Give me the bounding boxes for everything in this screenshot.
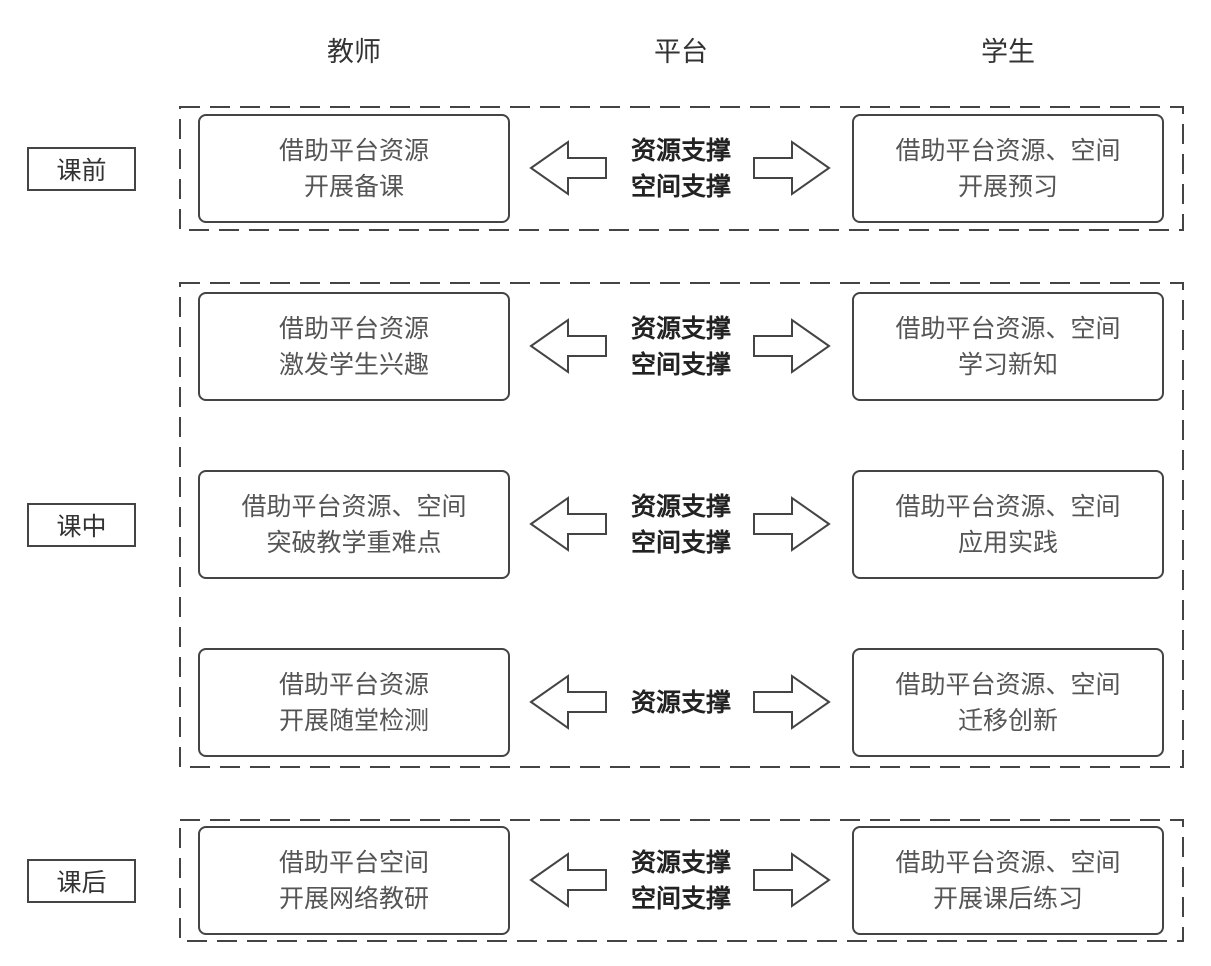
student-activity-text: 开展课后练习: [932, 883, 1083, 913]
student-activity-box: 借助平台资源、空间迁移创新: [852, 648, 1164, 757]
phase-label: 课中: [27, 503, 136, 547]
platform-support-label: 资源支撑空间支撑: [601, 470, 761, 579]
student-activity-text: 借助平台资源、空间: [895, 669, 1121, 699]
platform-support-label: 资源支撑: [601, 648, 761, 757]
teacher-activity-box: 借助平台空间开展网络教研: [198, 826, 510, 935]
platform-support-label: 资源支撑空间支撑: [601, 826, 761, 935]
column-header-teacher: 教师: [327, 37, 381, 68]
arrow-right-icon: [753, 140, 831, 196]
student-activity-box: 借助平台资源、空间学习新知: [852, 292, 1164, 401]
support-text: 资源支撑: [630, 313, 731, 343]
arrow-right-icon: [753, 318, 831, 374]
phase-group-border: [179, 819, 1184, 942]
column-header-student: 学生: [981, 37, 1035, 68]
arrow-left-icon: [529, 674, 607, 730]
student-activity-text: 学习新知: [957, 349, 1058, 379]
student-activity-text: 迁移创新: [957, 705, 1058, 735]
support-text: 空间支撑: [630, 349, 731, 379]
arrow-right-icon: [753, 674, 831, 730]
phase-label: 课前: [27, 146, 136, 191]
teacher-activity-text: 开展随堂检测: [278, 705, 429, 735]
student-activity-text: 借助平台资源、空间: [895, 491, 1121, 521]
teacher-activity-text: 借助平台资源: [278, 313, 429, 343]
arrow-left-icon: [529, 140, 607, 196]
teacher-activity-text: 激发学生兴趣: [278, 349, 429, 379]
teacher-activity-text: 开展备课: [303, 171, 404, 201]
support-text: 空间支撑: [630, 883, 731, 913]
arrow-right-icon: [753, 496, 831, 552]
student-activity-box: 借助平台资源、空间应用实践: [852, 470, 1164, 579]
teacher-activity-text: 开展网络教研: [278, 883, 429, 913]
support-text: 资源支撑: [630, 687, 731, 717]
support-text: 资源支撑: [630, 135, 731, 165]
teacher-activity-text: 借助平台资源: [278, 135, 429, 165]
support-text: 资源支撑: [630, 847, 731, 877]
teacher-activity-box: 借助平台资源开展备课: [198, 114, 510, 223]
phase-group-border: [179, 106, 1184, 231]
platform-support-label: 资源支撑空间支撑: [601, 114, 761, 223]
arrow-right-icon: [753, 852, 831, 908]
student-activity-text: 应用实践: [957, 527, 1058, 557]
student-activity-text: 开展预习: [957, 171, 1058, 201]
student-activity-text: 借助平台资源、空间: [895, 847, 1121, 877]
teacher-activity-text: 借助平台资源、空间: [241, 491, 467, 521]
teacher-activity-box: 借助平台资源、空间突破教学重难点: [198, 470, 510, 579]
student-activity-box: 借助平台资源、空间开展课后练习: [852, 826, 1164, 935]
arrow-left-icon: [529, 496, 607, 552]
teacher-activity-box: 借助平台资源开展随堂检测: [198, 648, 510, 757]
student-activity-text: 借助平台资源、空间: [895, 313, 1121, 343]
teacher-activity-text: 借助平台空间: [278, 847, 429, 877]
platform-support-label: 资源支撑空间支撑: [601, 292, 761, 401]
support-text: 空间支撑: [630, 527, 731, 557]
teacher-activity-text: 借助平台资源: [278, 669, 429, 699]
arrow-left-icon: [529, 852, 607, 908]
column-header-platform: 平台: [654, 37, 708, 68]
phase-label: 课后: [27, 858, 136, 903]
teacher-activity-box: 借助平台资源激发学生兴趣: [198, 292, 510, 401]
arrow-left-icon: [529, 318, 607, 374]
student-activity-box: 借助平台资源、空间开展预习: [852, 114, 1164, 223]
student-activity-text: 借助平台资源、空间: [895, 135, 1121, 165]
support-text: 资源支撑: [630, 491, 731, 521]
support-text: 空间支撑: [630, 171, 731, 201]
phase-group-border: [179, 282, 1184, 768]
teacher-activity-text: 突破教学重难点: [266, 527, 442, 557]
